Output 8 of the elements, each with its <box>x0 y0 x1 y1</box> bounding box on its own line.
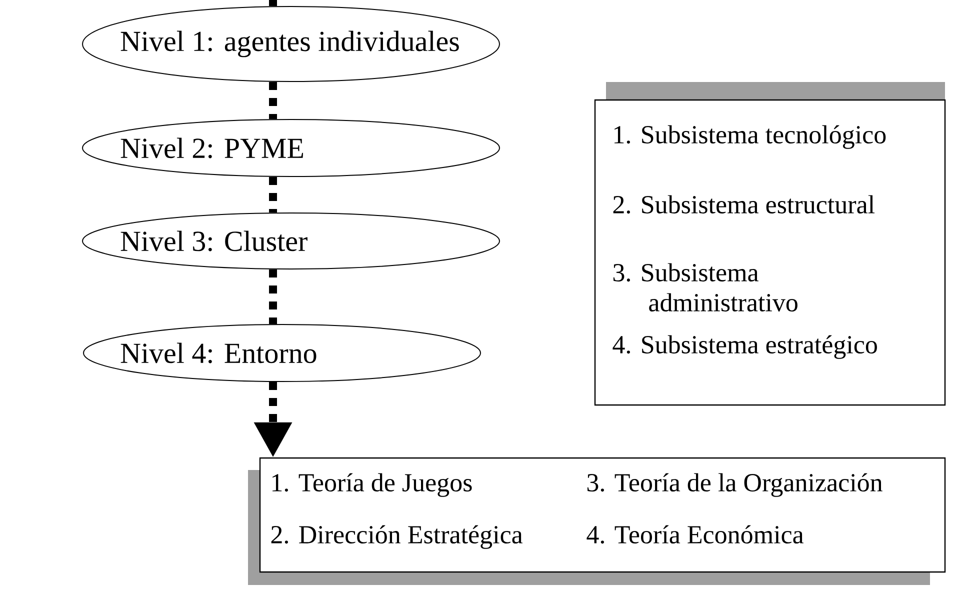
list-item: 4. Subsistema estratégico <box>612 335 877 359</box>
list-item: 4. Teoría Económica <box>586 525 804 544</box>
list-item: 3. Teoría de la Organización <box>587 473 882 497</box>
list-item: 1. Subsistema tecnológico <box>614 125 886 149</box>
list-item: 2. Dirección Estratégica <box>271 525 523 549</box>
list-item: 1. Teoría de Juegos <box>272 473 472 497</box>
list-item: 2. Subsistema estructural <box>613 195 875 214</box>
list-item: 3. Subsistema administrativo <box>613 263 798 312</box>
